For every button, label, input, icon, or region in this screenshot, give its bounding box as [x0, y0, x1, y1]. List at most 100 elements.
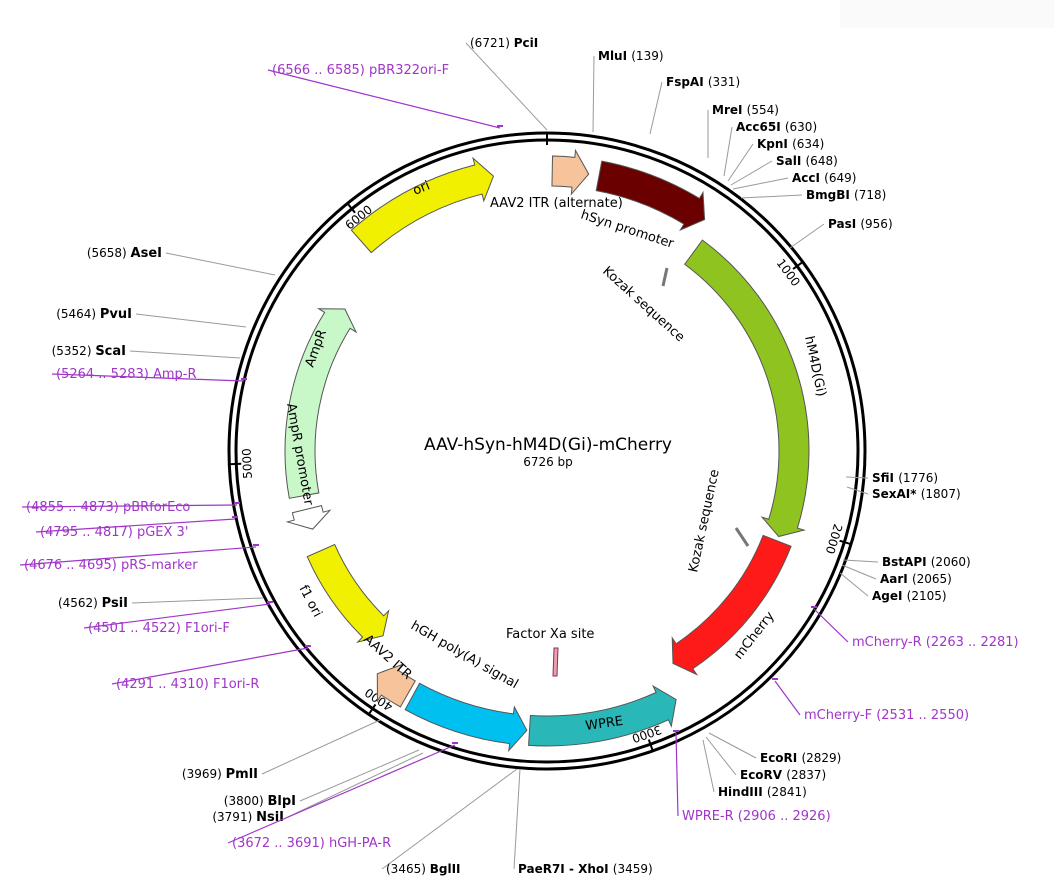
label-kozak-2: Kozak sequence: [686, 468, 722, 574]
enzyme-leader: [465, 42, 548, 131]
primer-mark: [234, 502, 240, 504]
tick-mark: [647, 739, 654, 752]
primer-label: WPRE-R (2906 .. 2926): [682, 809, 831, 824]
tick-mark: [367, 703, 377, 715]
enzyme-label: (3791) NsiI: [212, 810, 284, 825]
tick-mark: [792, 261, 804, 270]
enzyme-label: (3969) PmlI: [182, 767, 258, 782]
enzyme-leader: [702, 739, 715, 793]
plasmid-title: AAV-hSyn-hM4D(Gi)-mCherry: [424, 435, 672, 455]
primer-label: (3672 .. 3691) hGH-PA-R: [232, 836, 391, 851]
primer-mark: [241, 378, 247, 380]
enzyme-leader: [730, 160, 773, 186]
label-hgh-polya: hGH poly(A) signal: [408, 618, 521, 692]
enzyme-leader: [732, 177, 789, 190]
primer-mark: [811, 606, 817, 608]
tick-label: 5000: [240, 448, 255, 479]
enzyme-leader: [299, 749, 420, 802]
kozak-mark-2: [734, 527, 750, 547]
features-layer: [284, 148, 810, 753]
primer-leader: [813, 608, 849, 643]
tick-label: 1000: [774, 256, 803, 289]
enzyme-leader: [261, 719, 381, 775]
primer-label: mCherry-R (2263 .. 2281): [852, 635, 1019, 650]
primer-leader: [267, 69, 501, 129]
enzyme-label: (5352) ScaI: [52, 344, 126, 359]
enzyme-label: AarI (2065): [880, 572, 952, 586]
primer-mark: [452, 742, 458, 744]
kozak-mark-1: [661, 267, 669, 287]
enzyme-leader: [846, 486, 869, 495]
enzyme-label: AccI (649): [792, 171, 856, 185]
enzyme-label: (3800) BlpI: [224, 794, 296, 809]
enzyme-label: BstAPI (2060): [882, 555, 971, 569]
enzyme-leader: [789, 223, 825, 249]
enzyme-leader: [723, 126, 733, 177]
enzyme-label: PasI (956): [828, 217, 893, 231]
enzyme-label: BmgBI (718): [806, 188, 886, 202]
enzyme-leader: [842, 559, 879, 563]
feature-arrow-mcherry: [671, 534, 792, 676]
enzyme-label: SexAI* (1807): [872, 487, 961, 501]
primer-leader: [83, 603, 271, 629]
primer-label: (6566 .. 6585) pBR322ori-F: [272, 63, 449, 78]
enzyme-leader: [287, 752, 424, 818]
tick-mark: [839, 539, 852, 546]
label-aav2-itr-alt: AAV2 ITR (alternate): [490, 196, 623, 211]
primer-leader: [111, 647, 309, 685]
primer-label: mCherry-F (2531 .. 2550): [804, 708, 969, 723]
primer-label: (4676 .. 4695) pRS-marker: [24, 558, 198, 573]
enzyme-label: MreI (554): [712, 103, 779, 117]
enzyme-label: EcoRV (2837): [740, 768, 826, 782]
primer-label: (4501 .. 4522) F1ori-F: [88, 621, 230, 636]
primer-leader: [227, 744, 456, 844]
feature-arrow-aav2-itr-alternate-: [551, 148, 590, 196]
enzyme-leader: [839, 572, 869, 597]
enzyme-leader: [740, 194, 803, 199]
label-hm4d: hM4D(Gi): [801, 335, 828, 398]
feature-arrow-hgh-poly-a-signal: [404, 682, 528, 753]
primer-label: (4855 .. 4873) pBRforEco: [26, 500, 190, 515]
primer-label: (4795 .. 4817) pGEX 3': [40, 525, 188, 540]
enzyme-leader: [705, 736, 737, 776]
enzyme-leader: [129, 350, 241, 359]
enzyme-label: (3465) BglII: [386, 862, 461, 876]
primer-mark: [267, 601, 273, 603]
minor-feature-marks: [552, 267, 750, 677]
feature-arrow-aav2-itr: [376, 663, 416, 708]
enzyme-leader: [592, 55, 595, 133]
corner-panel: [840, 0, 1054, 28]
feature-arrow-f1-ori: [306, 543, 390, 643]
enzyme-label: HindIII (2841): [718, 785, 807, 799]
plasmid-length: 6726 bp: [523, 455, 573, 469]
enzyme-label: SfiI (1776): [872, 471, 938, 485]
label-wpre: WPRE: [584, 714, 624, 734]
site-annotations: (6721) PciI MluI (139)FspAI (331) MreI (55…: [19, 36, 1019, 876]
enzyme-label: (6721) PciI: [470, 36, 538, 50]
enzyme-leader: [841, 564, 877, 580]
feature-arrow-wpre: [528, 684, 677, 747]
label-hsyn-promoter: hSyn promoter: [579, 208, 676, 252]
enzyme-label: PaeR7I - XhoI (3459): [518, 862, 653, 876]
feature-arrow-hsyn-promoter: [595, 160, 706, 232]
feature-arrow-ampr-promoter: [285, 505, 332, 530]
enzyme-leader: [727, 143, 754, 182]
enzyme-leader: [845, 476, 869, 479]
enzyme-label: (4562) PsiI: [58, 596, 128, 611]
factor-xa-mark: [552, 647, 559, 677]
label-f1-ori: f1 ori: [295, 583, 324, 620]
enzyme-label: (5464) PvuI: [56, 307, 132, 322]
enzyme-leader: [381, 768, 518, 870]
primer-mark: [232, 516, 238, 518]
enzyme-label: KpnI (634): [757, 137, 824, 151]
label-factor-xa: Factor Xa site: [506, 627, 594, 642]
primer-mark: [305, 645, 311, 647]
feature-arrow-ampr: [284, 308, 358, 499]
enzyme-label: FspAI (331): [666, 75, 740, 89]
enzyme-leader: [165, 252, 276, 276]
primer-leader: [19, 546, 257, 566]
enzyme-label: MluI (139): [598, 49, 664, 63]
enzyme-label: Acc65I (630): [736, 120, 817, 134]
primer-mark: [772, 678, 778, 680]
